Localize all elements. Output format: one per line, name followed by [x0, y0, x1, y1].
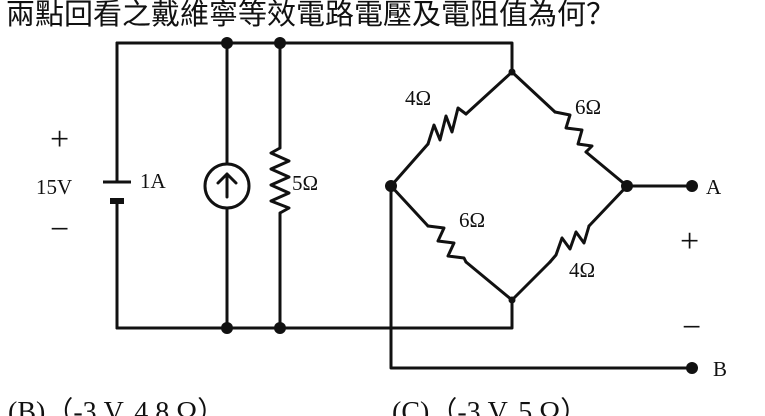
top-left-resistor-label: 4Ω [405, 86, 431, 110]
terminal-b-label: B [713, 357, 727, 381]
junction-dot [621, 180, 633, 192]
top-right-resistor-label: 6Ω [575, 95, 601, 119]
resistor-top-right [553, 110, 594, 154]
option-c: (C)（-3 V, 5 Ω） [392, 397, 589, 416]
junction-dot [221, 37, 233, 49]
bridge-edge-top-left-end [464, 70, 514, 116]
question-text: 兩點回看之戴維寧等效電路電壓及電阻值為何？ [6, 0, 616, 31]
bottom-left-resistor-label: 6Ω [459, 208, 485, 232]
junction-dot [274, 322, 286, 334]
resistor-shunt [269, 146, 291, 215]
bridge-edge-bottom-right-end [510, 260, 552, 302]
bottom-wire [115, 298, 514, 330]
terminal-b-wire [389, 184, 694, 370]
option-b: (B)（-3 V, 4.8 Ω） [8, 397, 226, 416]
bridge-edge-top-right [510, 70, 557, 114]
junction-dot [508, 296, 516, 304]
bridge-edge-bottom-left [389, 184, 430, 228]
resistor-bottom-left [426, 224, 468, 264]
resistor-top-left [426, 106, 468, 146]
terminal-a-label: A [706, 175, 722, 199]
terminal-b-dot [686, 362, 698, 374]
top-wire [115, 41, 514, 74]
junction-dot [508, 68, 516, 76]
current-source-arrow-icon [216, 172, 238, 199]
terminal-a-dot [686, 180, 698, 192]
resistor-bottom-right [548, 224, 591, 264]
bridge-edge-bottom-left-end [464, 260, 514, 302]
shunt-resistor-label: 5Ω [292, 171, 318, 195]
source-minus-sign: − [50, 211, 69, 248]
junction-dot [274, 37, 286, 49]
output-minus-sign: − [682, 309, 701, 346]
bottom-right-resistor-label: 4Ω [569, 258, 595, 282]
current-source-label: 1A [140, 169, 167, 193]
bridge-edge-bottom-right [587, 184, 629, 228]
source-plus-sign: + [50, 121, 69, 158]
bridge-edge-top-right-end [584, 150, 629, 188]
junction-dot [221, 322, 233, 334]
answer-options: (B)（-3 V, 4.8 Ω） (C)（-3 V, 5 Ω） [0, 396, 765, 416]
junction-dot [385, 180, 397, 192]
voltage-source-label: 15V [36, 175, 72, 199]
output-plus-sign: + [680, 223, 699, 260]
bridge-edge-top-left [389, 142, 430, 188]
